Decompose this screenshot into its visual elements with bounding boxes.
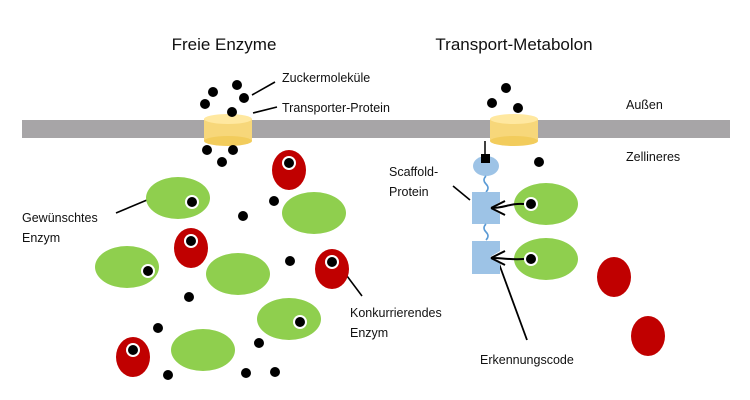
transporter-protein-left xyxy=(204,114,252,146)
competing-enzyme xyxy=(597,257,631,297)
leader-transporter xyxy=(252,106,278,114)
transporter-protein-right xyxy=(490,114,538,146)
label-transporter-protein: Transporter-Protein xyxy=(282,101,390,115)
leader-recognition-code xyxy=(497,260,528,341)
label-desired-enzyme-line2: Enzym xyxy=(22,231,60,245)
competing-enzyme xyxy=(116,337,150,377)
desired-enzyme xyxy=(95,246,159,288)
leader-sugar xyxy=(251,81,276,96)
desired-enzyme xyxy=(171,329,235,371)
competing-enzyme xyxy=(272,150,306,190)
desired-enzyme xyxy=(146,177,210,219)
competing-enzyme xyxy=(174,228,208,268)
label-cell-interior: Zellineres xyxy=(626,150,680,164)
title-free-enzymes: Freie Enzyme xyxy=(172,35,277,54)
scaffold-protein xyxy=(472,141,500,274)
label-sugar-molecules: Zuckermoleküle xyxy=(282,71,370,85)
title-transport-metabolon: Transport-Metabolon xyxy=(435,35,592,54)
sugar-molecules-left xyxy=(153,80,295,380)
label-competing-enzyme-line1: Konkurrierendes xyxy=(350,306,442,320)
desired-enzyme xyxy=(282,192,346,234)
label-outside: Außen xyxy=(626,98,663,112)
leader-desired-enzyme xyxy=(115,199,148,214)
sugar-molecules-right xyxy=(487,83,544,167)
label-desired-enzyme-line1: Gewünschtes xyxy=(22,211,98,225)
label-recognition-code: Erkennungscode xyxy=(480,353,574,367)
label-scaffold-line1: Scaffold- xyxy=(389,165,438,179)
competing-enzyme xyxy=(315,249,349,289)
label-scaffold-line2: Protein xyxy=(389,185,429,199)
cell-membrane xyxy=(22,120,730,138)
label-competing-enzyme-line2: Enzym xyxy=(350,326,388,340)
leader-scaffold xyxy=(452,185,471,201)
desired-enzyme xyxy=(257,298,321,340)
competing-enzyme xyxy=(631,316,665,356)
bound-enzyme xyxy=(490,238,578,280)
desired-enzyme xyxy=(206,253,270,295)
bound-enzyme xyxy=(490,183,578,225)
